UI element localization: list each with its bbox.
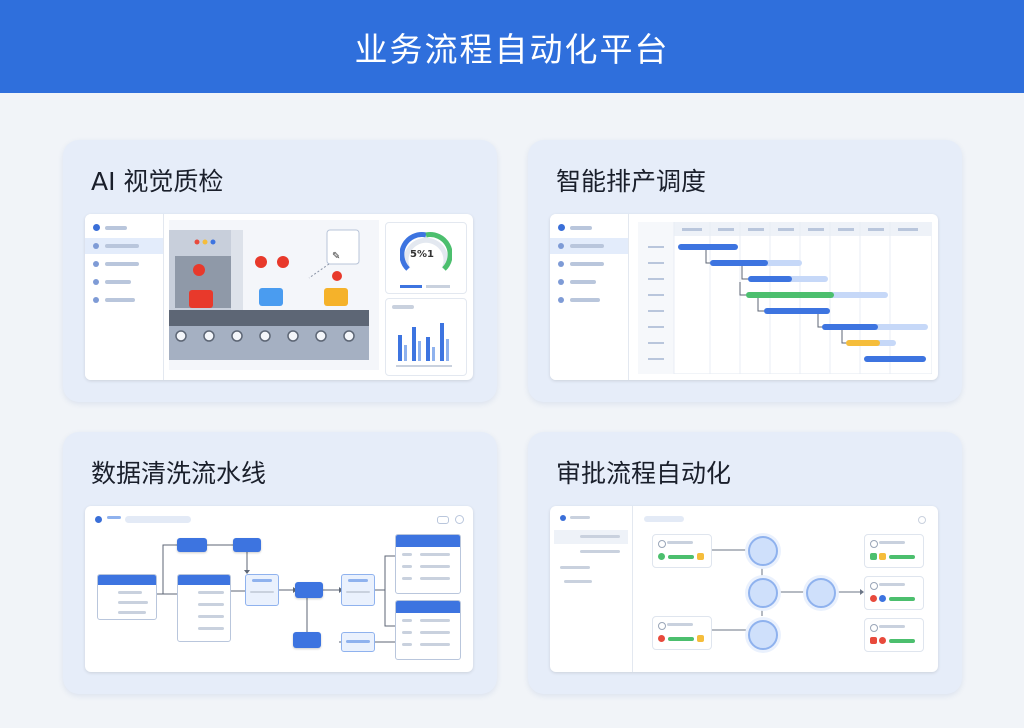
vision-panel: ✎ 5%1 <box>85 214 473 380</box>
approval-panel <box>550 506 938 672</box>
approval-node[interactable] <box>748 578 778 608</box>
pipeline-table-node[interactable] <box>395 534 461 594</box>
card-vision-inspection[interactable]: AI 视觉质检 <box>63 140 497 402</box>
conveyor-belt-icon <box>169 220 379 370</box>
scheduling-sidebar <box>550 214 629 380</box>
bar-chart-widget <box>385 298 467 376</box>
gauge-icon <box>400 229 452 281</box>
gauge-widget: 5%1 <box>385 222 467 294</box>
card-title-scheduling: 智能排产调度 <box>556 167 707 196</box>
pipeline-logo-icon <box>95 516 102 523</box>
pipeline-node[interactable] <box>177 538 207 552</box>
settings-icon[interactable] <box>918 516 926 524</box>
card-title-pipeline: 数据清洗流水线 <box>91 459 267 488</box>
scheduling-sidebar-item[interactable] <box>550 256 628 272</box>
vision-sidebar <box>85 214 164 380</box>
approval-node[interactable] <box>748 620 778 650</box>
approval-sidebar <box>550 506 633 672</box>
scheduling-sidebar-item[interactable] <box>550 274 628 290</box>
toggle-icon[interactable] <box>437 516 449 524</box>
approval-node[interactable] <box>748 536 778 566</box>
pipeline-table-node[interactable] <box>97 574 157 620</box>
pipeline-node[interactable] <box>295 582 323 598</box>
gantt-chart-icon <box>638 222 932 374</box>
approval-result-card[interactable] <box>864 618 924 652</box>
bar-chart-icon <box>392 315 460 369</box>
card-approval-automation[interactable]: 审批流程自动化 <box>528 432 962 694</box>
approval-node[interactable] <box>806 578 836 608</box>
approve-icon <box>658 553 665 560</box>
vision-sidebar-item[interactable] <box>85 274 163 290</box>
pipeline-node[interactable] <box>341 574 375 606</box>
scheduling-sidebar-item[interactable] <box>550 220 628 236</box>
vision-sidebar-item[interactable] <box>85 256 163 272</box>
card-data-cleaning-pipeline[interactable]: 数据清洗流水线 <box>63 432 497 694</box>
gauge-value: 5%1 <box>410 249 434 260</box>
pipeline-panel <box>85 506 473 672</box>
card-smart-scheduling[interactable]: 智能排产调度 <box>528 140 962 402</box>
reject-icon <box>658 635 665 642</box>
approval-request-card[interactable] <box>652 534 712 568</box>
page-title: 业务流程自动化平台 <box>354 29 670 69</box>
page-header: 业务流程自动化平台 <box>0 0 1024 93</box>
scheduling-sidebar-item[interactable] <box>550 292 628 308</box>
approval-result-card[interactable] <box>864 576 924 610</box>
vision-sidebar-item[interactable] <box>85 220 163 236</box>
approval-request-card[interactable] <box>652 616 712 650</box>
card-title-approval: 审批流程自动化 <box>556 459 732 488</box>
pipeline-table-node[interactable] <box>395 600 461 660</box>
card-title-vision: AI 视觉质检 <box>91 167 224 196</box>
pipeline-search-input[interactable] <box>125 516 191 523</box>
pipeline-node[interactable] <box>341 632 375 652</box>
pipeline-node[interactable] <box>245 574 279 606</box>
approval-result-card[interactable] <box>864 534 924 568</box>
scheduling-panel <box>550 214 938 380</box>
pipeline-node[interactable] <box>293 632 321 648</box>
pipeline-table-node[interactable] <box>177 574 231 642</box>
camera-icon: ✎ <box>332 251 341 262</box>
vision-sidebar-item[interactable] <box>85 238 163 254</box>
pipeline-node[interactable] <box>233 538 261 552</box>
scheduling-sidebar-item[interactable] <box>550 238 628 254</box>
vision-sidebar-item[interactable] <box>85 292 163 308</box>
settings-icon[interactable] <box>455 515 464 524</box>
